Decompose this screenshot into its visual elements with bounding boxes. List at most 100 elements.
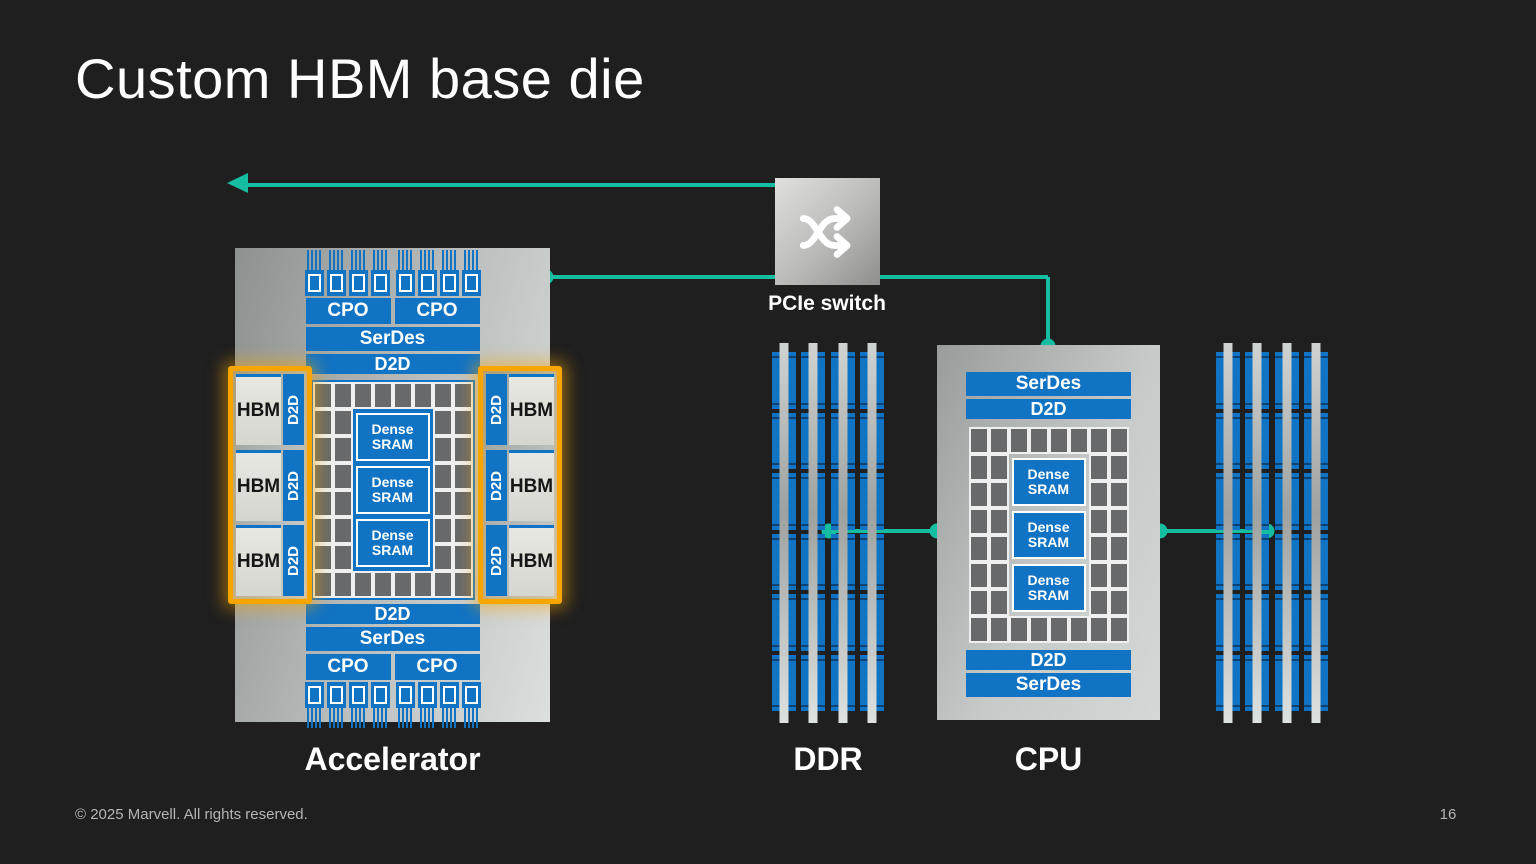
dimm-spine [1282,343,1292,723]
pin-pad-inner [464,274,478,292]
d2d-block: D2D [966,650,1131,670]
pin-group [304,250,390,296]
connector-pin [348,250,368,296]
bump-cell [968,454,989,481]
dimm-spine [1223,343,1233,723]
bump-cell [332,463,353,490]
bump-cell [452,544,473,571]
pin-pad [395,270,415,296]
pin-fins [350,250,366,270]
hbm-stack: HBM D2D [486,449,554,521]
pin-fins [463,250,479,270]
cpo-block: CPO [305,654,391,680]
bump-cell [988,535,1009,562]
hbm-d2d-strip: D2D [283,525,304,596]
pin-fins [419,708,435,728]
bump-cell [332,436,353,463]
bump-cell [968,616,989,643]
bump-cell [988,454,1009,481]
page-title: Custom HBM base die [75,47,645,110]
pin-pad [370,682,390,708]
connector-pin [370,682,390,728]
bump-cell [1008,616,1029,643]
bump-cell [392,382,413,409]
bump-row [968,427,1129,454]
bump-cell [1088,589,1109,616]
bump-cell [372,571,393,598]
connector-pin [304,682,324,728]
pin-pad [370,270,390,296]
hbm-d2d-strip: D2D [283,449,304,521]
bump-cell [452,571,473,598]
connector-pin [395,682,415,728]
serdes-block: SerDes [966,372,1131,396]
bump-cell [1108,454,1129,481]
pin-pad [304,270,324,296]
bump-cell [988,481,1009,508]
ddr-group-right [1216,343,1328,723]
pin-pad-inner [398,686,412,704]
bump-column [312,409,353,571]
bump-cell [988,616,1009,643]
bump-cell [988,427,1009,454]
serdes-block: SerDes [305,327,480,351]
cpo-block: CPO [394,654,480,680]
pin-pad-inner [307,274,321,292]
connector-pin [348,682,368,728]
serdes-block: SerDes [305,627,480,651]
copyright-text: © 2025 Marvell. All rights reserved. [75,806,308,823]
bump-cell [332,544,353,571]
bump-cell [332,409,353,436]
bump-cell [1088,616,1109,643]
serdes-block: SerDes [966,673,1131,697]
pin-pad [461,682,481,708]
pin-fins [350,708,366,728]
connector-pin [395,250,415,296]
pin-pad [348,682,368,708]
pin-fins [419,250,435,270]
cpo-row-bottom: CPO CPO [305,654,480,680]
bump-cell [1088,427,1109,454]
dimm-spine [808,343,818,723]
dimm-module [772,343,796,723]
bump-cell [392,571,413,598]
hbm-stack: HBM D2D [236,449,304,521]
pin-pad-inner [442,274,456,292]
d2d-block: D2D [966,399,1131,419]
dense-sram-block: Dense SRAM [1011,511,1086,559]
hbm-d2d-strip: D2D [486,449,507,521]
connection-line-accelerator-switch [546,275,775,279]
connector-pin [461,250,481,296]
hbm-d2d-strip: D2D [486,374,507,445]
pin-pad [348,270,368,296]
connection-line-switch-out [246,183,775,187]
bump-cell [352,571,373,598]
hbm-column-right: HBM D2D HBM D2D HBM D2D [478,366,562,604]
bump-cell [312,490,333,517]
bump-cell [432,409,453,436]
bump-cell [332,382,353,409]
bump-cell [432,544,453,571]
connector-pin [304,250,324,296]
hbm-chip: HBM [509,374,554,445]
bump-cell [988,562,1009,589]
dimm-module [1303,343,1328,723]
bump-cell [352,382,373,409]
bump-cell [968,508,989,535]
optical-pins-top [304,250,481,296]
pin-fins [306,250,322,270]
bump-cell [312,571,333,598]
connection-line-switch-cpu-drop [1046,277,1050,347]
pin-pad-inner [373,686,387,704]
pcie-switch-label: PCIe switch [768,292,886,315]
connector-pin [439,250,459,296]
connection-line-ddr-cpu [829,529,939,533]
dimm-module [1274,343,1299,723]
bump-cell [432,571,453,598]
pin-pad-inner [420,686,434,704]
